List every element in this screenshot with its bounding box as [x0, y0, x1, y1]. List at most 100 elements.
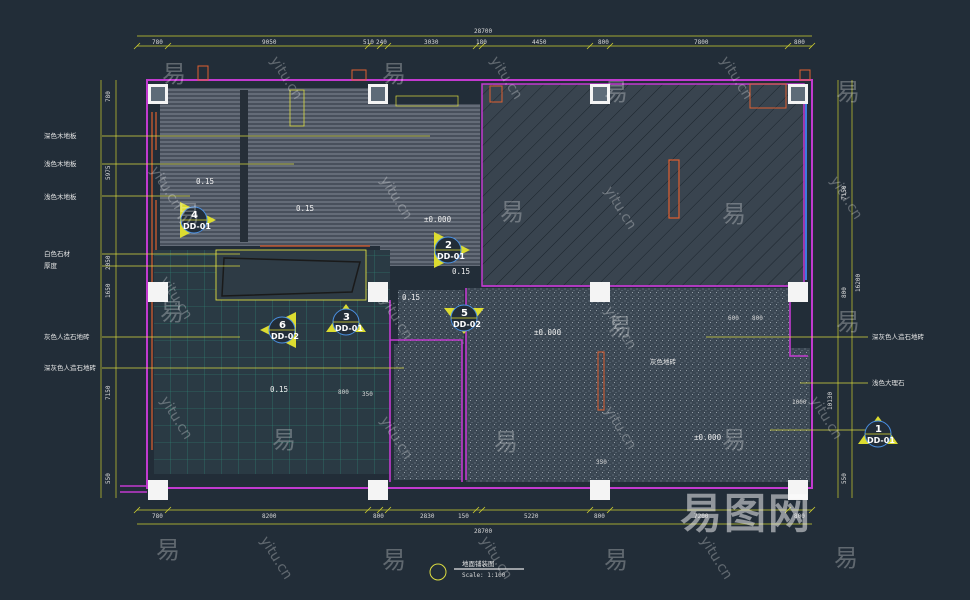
- left-dimension-value: 1650: [105, 283, 112, 298]
- dimension-tick: [808, 42, 816, 50]
- watermark-char: 易: [722, 426, 746, 454]
- top-dimension-value: 9050: [262, 39, 277, 46]
- top-dimension-value: 4450: [532, 39, 547, 46]
- elevation-marker: 0.15: [296, 204, 314, 213]
- elevation-marker: 0.15: [270, 385, 288, 394]
- interior-dimension: 350: [362, 391, 373, 398]
- interior-dimension: 800: [752, 315, 763, 322]
- stone-floor-zone: [466, 288, 790, 482]
- bottom-dimension-value: 8200: [262, 513, 277, 520]
- material-label: 白色石材: [44, 249, 71, 258]
- section-tag: 5DD-02: [444, 304, 484, 334]
- section-tag: 4DD-01: [180, 202, 216, 238]
- watermark-logo: 易图网: [680, 489, 812, 538]
- watermark-url: yitu.cn: [827, 174, 866, 223]
- section-tag-number: 4: [191, 210, 198, 221]
- watermark-char: 易: [722, 200, 746, 228]
- red-partitions: [151, 112, 370, 450]
- watermark-url: yitu.cn: [267, 54, 306, 103]
- center-material-label: 灰色地砖: [650, 357, 677, 366]
- top-dimension-value: 800: [598, 39, 609, 46]
- section-tag-code: DD-01: [867, 436, 895, 445]
- elevation-marker: 0.15: [402, 293, 420, 302]
- watermark-char: 易: [836, 78, 860, 106]
- dimension-tick: [606, 506, 614, 514]
- bottom-dimension-value: 800: [794, 513, 805, 520]
- left-dimension-value: 7150: [105, 385, 112, 400]
- dimension-lines: [100, 35, 853, 525]
- watermark-url: yitu.cn: [377, 174, 416, 223]
- section-tag-number: 3: [343, 312, 350, 323]
- dimension-tick: [133, 42, 141, 50]
- right-dimension-value: 800: [841, 287, 848, 298]
- dimension-tick: [376, 506, 384, 514]
- watermark-url: yitu.cn: [717, 54, 756, 103]
- material-label: 浅色大理石: [872, 378, 905, 387]
- top-dimension-value: 800: [794, 39, 805, 46]
- material-label: 厚度: [44, 261, 58, 270]
- dimension-tick: [478, 506, 486, 514]
- material-label: 深色木地板: [44, 131, 77, 140]
- section-tag-number: 6: [279, 320, 286, 331]
- dimension-tick: [164, 506, 172, 514]
- watermark-char: 易: [272, 426, 296, 454]
- section-tag: 3DD-01: [326, 304, 366, 336]
- watermark-url: yitu.cn: [601, 404, 640, 453]
- watermark-char: 易: [494, 428, 518, 456]
- dimension-tick: [133, 506, 141, 514]
- dimension-tick: [472, 506, 480, 514]
- top-dimension-value: 780: [152, 39, 163, 46]
- section-tag-number: 1: [875, 424, 882, 435]
- elevation-marker: ±0.000: [694, 433, 722, 442]
- watermark-char: 易: [382, 60, 406, 88]
- light-wood-floor-zone: [380, 104, 480, 266]
- dimension-tick: [784, 506, 792, 514]
- bottom-dimension-value: 5220: [524, 513, 539, 520]
- elevation-marker: ±0.000: [534, 328, 562, 337]
- section-tag-number: 5: [461, 308, 468, 319]
- watermark-url: yitu.cn: [601, 184, 640, 233]
- bottom-dimension-value: 7200: [694, 513, 709, 520]
- section-tag: 2DD-01: [434, 232, 470, 268]
- watermark-char: 易: [160, 298, 184, 326]
- watermark-url: yitu.cn: [697, 534, 736, 583]
- partition-wall: [668, 159, 680, 219]
- watermark-url: yitu.cn: [487, 54, 526, 103]
- material-label: 深灰色人造石地砖: [872, 332, 925, 341]
- dimension-tick: [478, 42, 486, 50]
- left-dimension-value: 2050: [105, 255, 112, 270]
- left-dimension-value: 550: [105, 473, 112, 484]
- watermark-char: 易: [604, 78, 628, 106]
- material-label: 浅色木地板: [44, 192, 77, 201]
- section-tag: 6DD-02: [260, 312, 299, 348]
- exterior-wall: [146, 79, 813, 489]
- section-tag-code: DD-01: [183, 222, 211, 231]
- watermark-url: yitu.cn: [157, 394, 196, 443]
- watermark-char: 易: [834, 544, 858, 572]
- watermark-url: yitu.cn: [601, 304, 640, 353]
- bottom-dimension-value: 2830: [420, 513, 435, 520]
- top-dimension-value: 510: [363, 39, 374, 46]
- dimension-tick: [364, 42, 372, 50]
- dimension-tick: [364, 506, 372, 514]
- interior-dimension: 600: [728, 315, 739, 322]
- drawing-title: 地面铺装图: [462, 559, 495, 568]
- dimension-tick: [784, 42, 792, 50]
- leader-lines: [102, 135, 868, 431]
- dimension-tick: [808, 506, 816, 514]
- dimension-tick: [606, 42, 614, 50]
- bottom-total-dimension: 28700: [474, 528, 492, 535]
- dimension-tick: [472, 42, 480, 50]
- right-dimension-value: 550: [841, 473, 848, 484]
- watermark-char: 易: [176, 200, 200, 228]
- section-tag-code: DD-01: [437, 252, 465, 261]
- bottom-dimension-value: 800: [373, 513, 384, 520]
- interior-dimension: 350: [596, 459, 607, 466]
- right-dimension-value: 16200: [855, 274, 862, 292]
- watermark-char: 易: [500, 198, 524, 226]
- dimension-tick: [164, 42, 172, 50]
- watermark-char: 易: [162, 60, 186, 88]
